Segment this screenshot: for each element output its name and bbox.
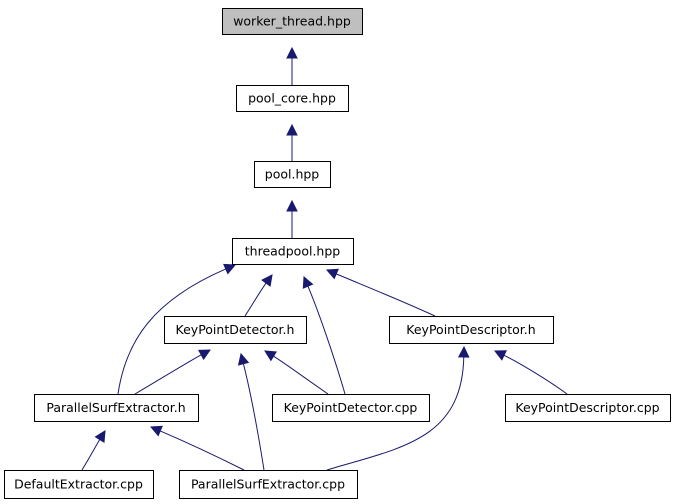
node-kp-detector-h[interactable]: KeyPointDetector.h bbox=[164, 316, 307, 344]
node-default-cpp[interactable]: DefaultExtractor.cpp bbox=[4, 470, 154, 499]
dependency-edge-default_cpp-to-psurf_h bbox=[81, 430, 106, 471]
edge-line bbox=[81, 439, 101, 471]
node-label: pool.hpp bbox=[265, 167, 320, 182]
edge-arrowhead bbox=[457, 345, 470, 358]
node-label: DefaultExtractor.cpp bbox=[14, 477, 143, 492]
node-psurf-cpp[interactable]: ParallelSurfExtractor.cpp bbox=[179, 470, 358, 499]
node-kp-descriptor-h[interactable]: KeyPointDescriptor.h bbox=[389, 316, 554, 344]
edge-arrowhead bbox=[286, 46, 298, 59]
node-box bbox=[164, 316, 307, 344]
dependency-edge-kp_detector_h-to-threadpool bbox=[244, 274, 273, 317]
node-kp-detector-cpp[interactable]: KeyPointDetector.cpp bbox=[272, 394, 430, 422]
edge-line bbox=[336, 273, 436, 317]
node-label: ParallelSurfExtractor.h bbox=[46, 400, 185, 415]
node-psurf-h[interactable]: ParallelSurfExtractor.h bbox=[34, 394, 199, 422]
node-worker-thread: worker_thread.hpp bbox=[222, 8, 363, 35]
node-box bbox=[232, 238, 354, 265]
node-kp-descriptor-cpp[interactable]: KeyPointDescriptor.cpp bbox=[505, 394, 671, 422]
edge-line bbox=[244, 282, 267, 317]
edge-arrowhead bbox=[493, 350, 507, 361]
node-label: worker_thread.hpp bbox=[233, 14, 351, 29]
edge-line bbox=[273, 355, 329, 395]
dependency-edge-kp_detector_cpp-to-kp_detector_h bbox=[264, 350, 329, 395]
dependency-edge-psurf_cpp-to-kp_descriptor_h bbox=[326, 345, 470, 471]
node-label: threadpool.hpp bbox=[245, 244, 341, 259]
edge-arrowhead bbox=[94, 430, 106, 443]
node-box bbox=[505, 394, 671, 422]
node-box bbox=[222, 8, 363, 35]
edge-line bbox=[159, 430, 245, 471]
edge-line bbox=[134, 354, 202, 395]
edge-arrowhead bbox=[286, 123, 298, 136]
node-box bbox=[272, 394, 430, 422]
node-box bbox=[254, 161, 331, 188]
dependency-edge-psurf_h-to-kp_detector_h bbox=[134, 349, 211, 395]
edge-line bbox=[307, 286, 346, 395]
dependency-edge-psurf_cpp-to-psurf_h bbox=[149, 425, 245, 471]
node-box bbox=[4, 470, 154, 499]
dependency-edge-kp_descriptor_cpp-to-kp_descriptor_h bbox=[493, 350, 568, 395]
edge-arrowhead bbox=[286, 199, 298, 212]
node-label: KeyPointDescriptor.h bbox=[406, 322, 535, 337]
node-label: KeyPointDetector.h bbox=[176, 322, 295, 337]
node-label: KeyPointDescriptor.cpp bbox=[515, 400, 659, 415]
edge-line bbox=[117, 268, 227, 395]
nodes-layer: worker_thread.hpp pool_core.hpp pool.hpp th… bbox=[4, 8, 671, 499]
node-pool-core[interactable]: pool_core.hpp bbox=[236, 85, 349, 112]
node-box bbox=[34, 394, 199, 422]
edge-line bbox=[326, 356, 465, 471]
edge-arrowhead bbox=[302, 275, 314, 289]
dependency-edge-psurf_cpp-to-kp_detector_h bbox=[237, 352, 265, 471]
edges-layer bbox=[81, 46, 568, 471]
node-box bbox=[236, 85, 349, 112]
dependency-edge-psurf_h-to-threadpool bbox=[117, 263, 237, 395]
node-threadpool[interactable]: threadpool.hpp bbox=[232, 238, 354, 265]
dependency-edge-threadpool-to-pool bbox=[286, 199, 298, 238]
dependency-edge-pool-to-pool_core bbox=[286, 123, 298, 161]
node-label: ParallelSurfExtractor.cpp bbox=[191, 477, 345, 492]
node-label: KeyPointDetector.cpp bbox=[284, 400, 418, 415]
dependency-edge-kp_detector_cpp-to-threadpool bbox=[302, 275, 346, 395]
node-pool[interactable]: pool.hpp bbox=[254, 161, 331, 188]
edge-line bbox=[242, 363, 265, 471]
dependency-edge-pool_core-to-worker_thread bbox=[286, 46, 298, 85]
node-box bbox=[389, 316, 554, 344]
edge-line bbox=[503, 354, 568, 395]
dependency-edge-kp_descriptor_h-to-threadpool bbox=[325, 268, 436, 317]
edge-arrowhead bbox=[198, 349, 211, 361]
node-label: pool_core.hpp bbox=[248, 91, 336, 106]
edge-arrowhead bbox=[264, 350, 277, 362]
edge-arrowhead bbox=[237, 352, 250, 366]
edge-arrowhead bbox=[223, 263, 237, 275]
edge-arrowhead bbox=[149, 425, 163, 437]
edge-arrowhead bbox=[261, 274, 273, 287]
node-box bbox=[179, 470, 358, 499]
edge-arrowhead bbox=[325, 268, 339, 280]
